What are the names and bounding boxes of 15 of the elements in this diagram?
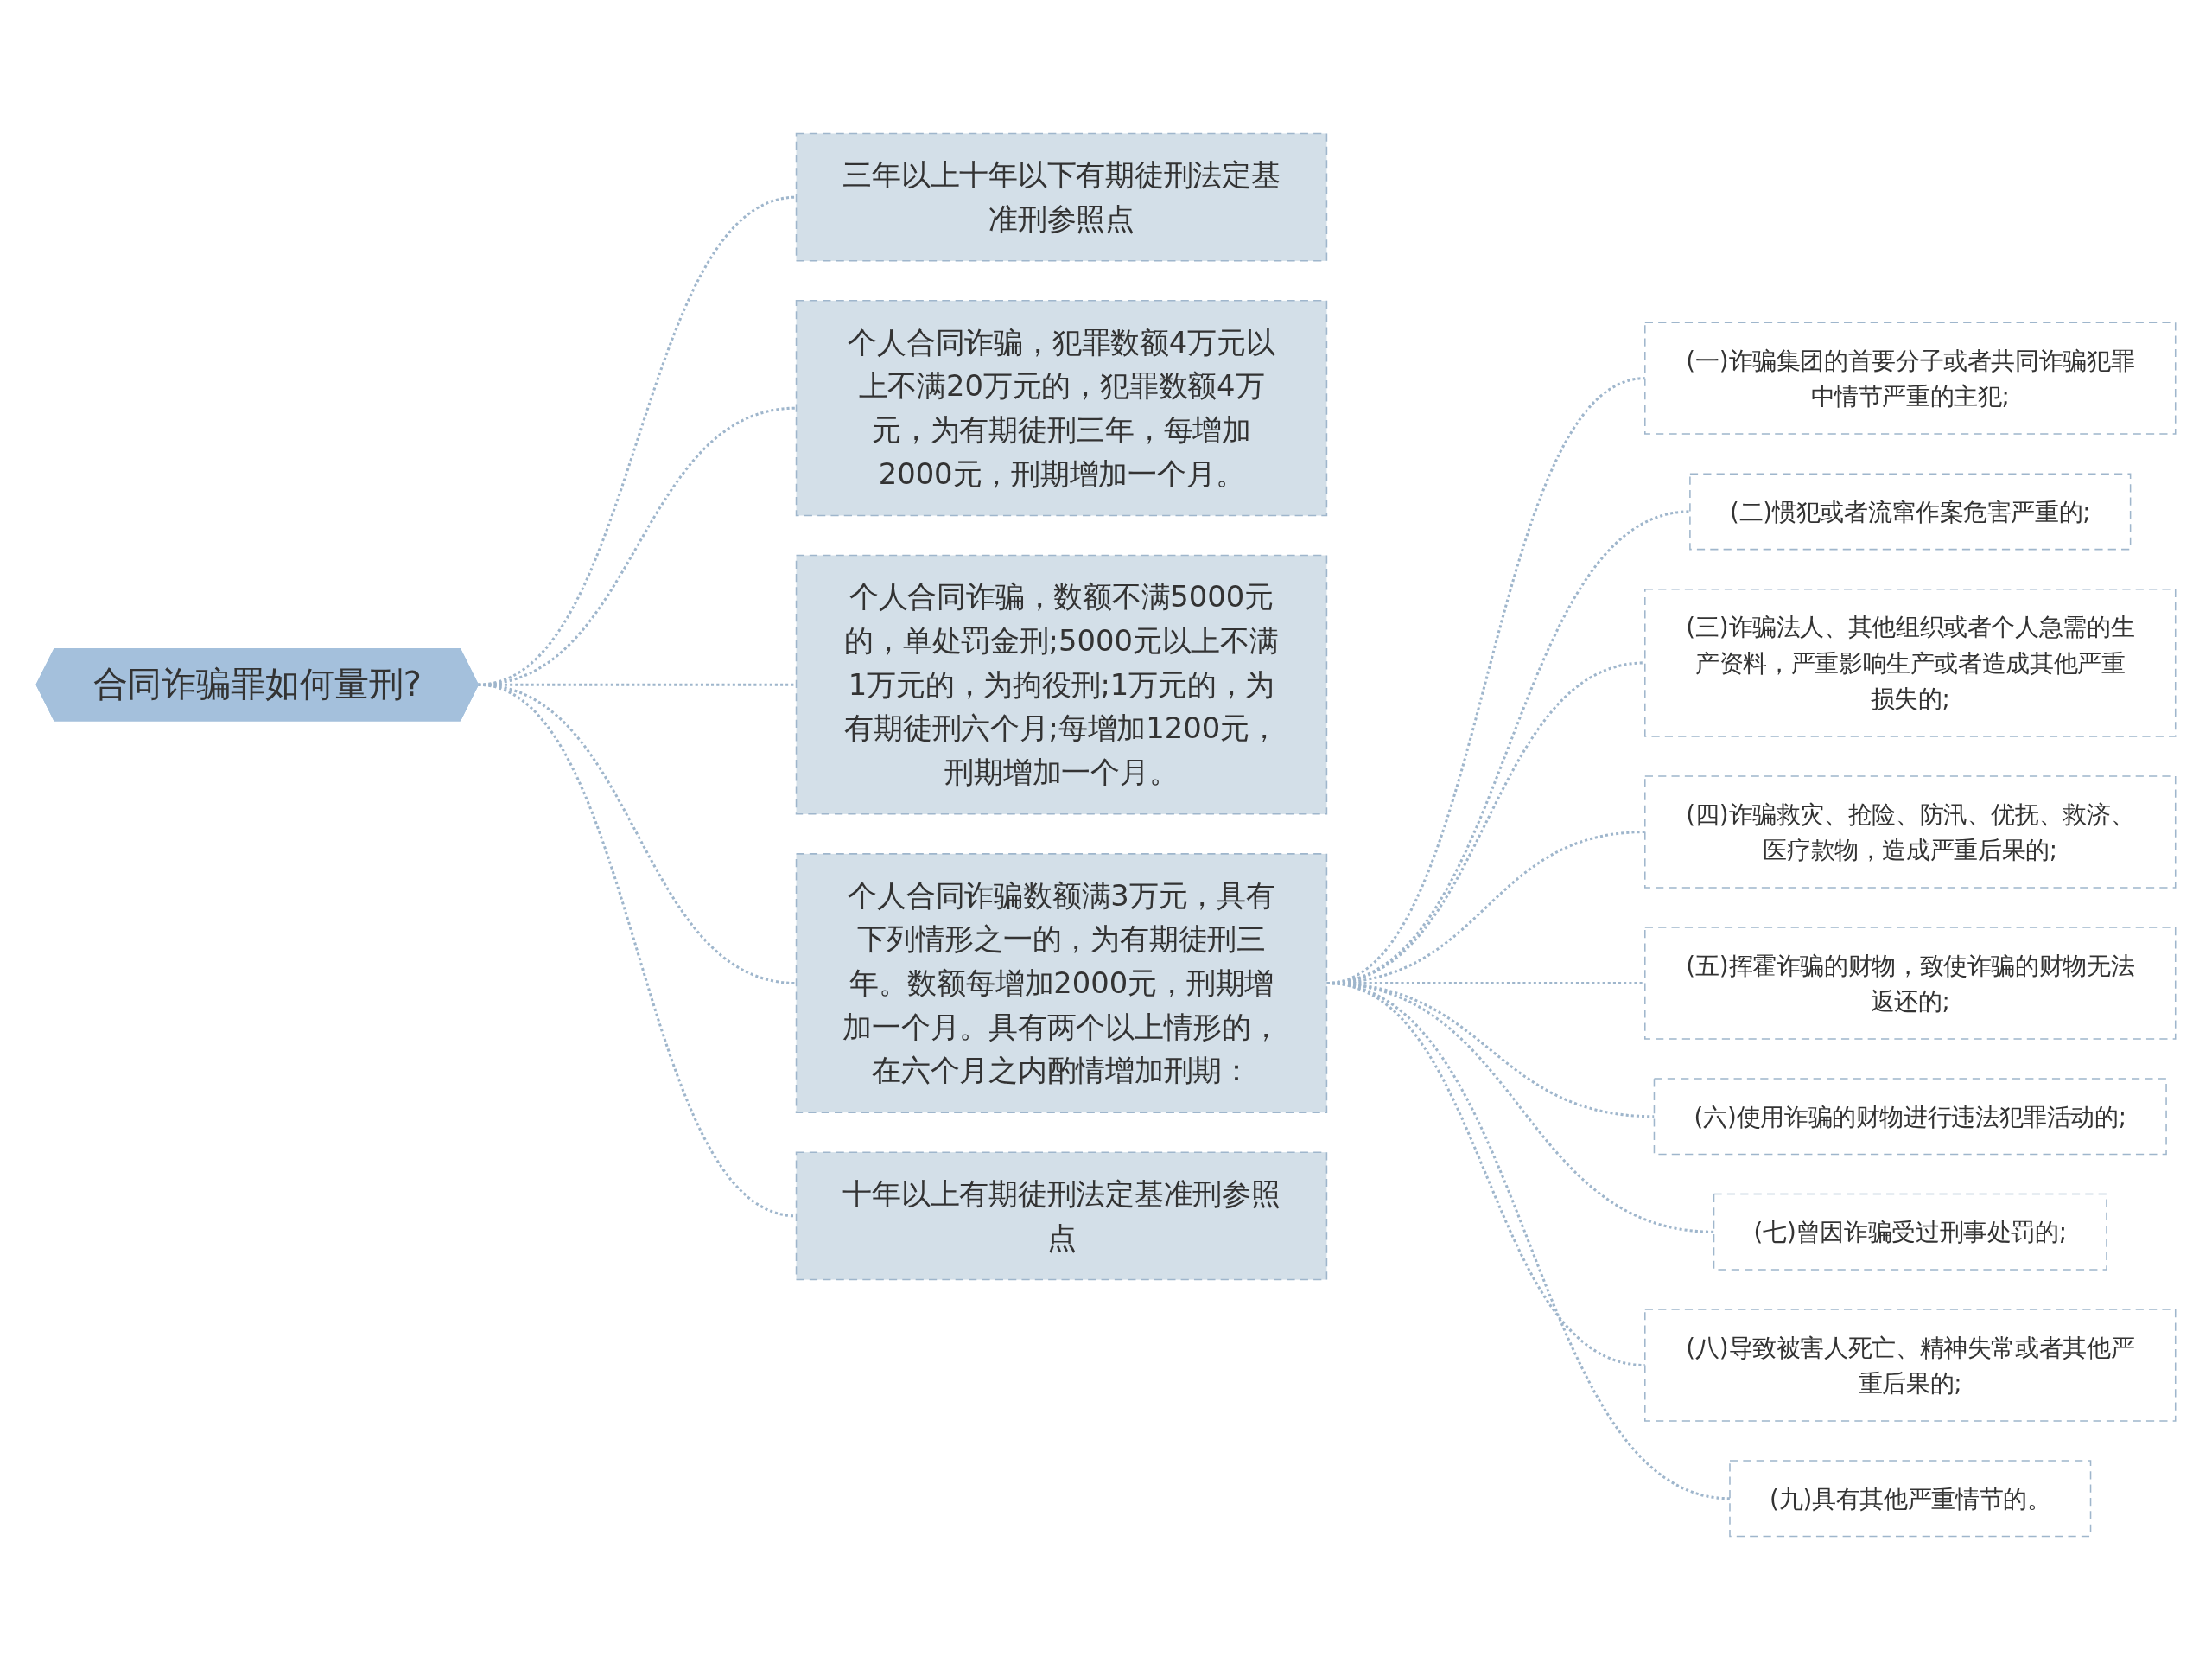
connector <box>477 683 797 1217</box>
node-box: 个人合同诈骗，数额不满5000元的，单处罚金刑;5000元以上不满1万元的，为拘役刑;1万元的，为有期徒刑六个月;每增加1200元，刑期增加一个月。 <box>795 554 1328 815</box>
node-box: 个人合同诈骗，犯罪数额4万元以上不满20万元的，犯罪数额4万元，为有期徒刑三年，每增加2000元，刑期增加一个月。 <box>795 299 1328 516</box>
node-box: 十年以上有期徒刑法定基准刑参照点 <box>795 1150 1328 1280</box>
node-box: (七)曾因诈骗受过刑事处罚的; <box>1713 1193 2107 1271</box>
node-box: (八)导致被害人死亡、精神失常或者其他严重后果的; <box>1644 1308 2177 1422</box>
node-box: 三年以上十年以下有期徒刑法定基准刑参照点 <box>795 132 1328 262</box>
node-box: (三)诈骗法人、其他组织或者个人急需的生产资料，严重影响生产或者造成其他严重损失的; <box>1644 588 2177 737</box>
node-box: (六)使用诈骗的财物进行违法犯罪活动的; <box>1653 1077 2167 1155</box>
node-box: 个人合同诈骗数额满3万元，具有下列情形之一的，为有期徒刑三年。数额每增加2000元，刑期增加一个月。具有两个以上情形的，在六个月之内酌情增加刑期： <box>795 852 1328 1113</box>
node-box: (九)具有其他严重情节的。 <box>1729 1459 2092 1537</box>
node-box: (四)诈骗救灾、抢险、防汛、优抚、救济、医疗款物，造成严重后果的; <box>1644 774 2177 889</box>
node-box: (一)诈骗集团的首要分子或者共同诈骗犯罪中情节严重的主犯; <box>1644 321 2177 435</box>
node-box: (二)惯犯或者流窜作案危害严重的; <box>1689 472 2132 550</box>
node-box: (五)挥霍诈骗的财物，致使诈骗的财物无法返还的; <box>1644 926 2177 1040</box>
